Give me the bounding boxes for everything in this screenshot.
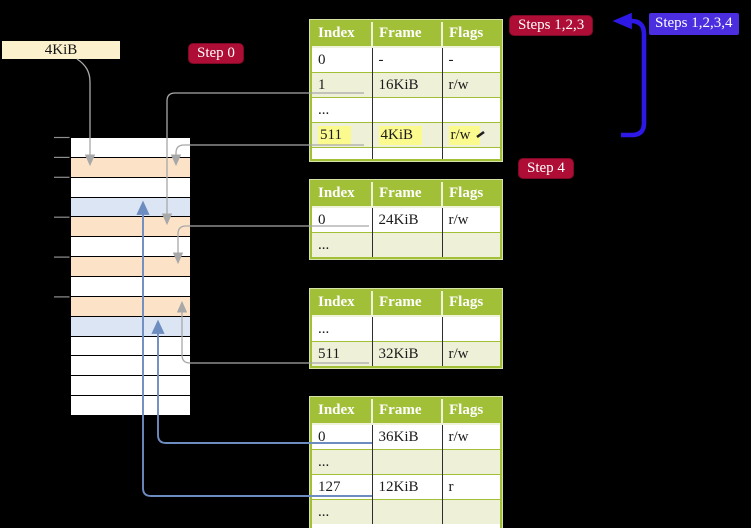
table-row: 127 12KiB r — [312, 474, 500, 500]
page-table-3-table: Index Frame Flags ... 511 32KiB r/w — [312, 291, 500, 366]
col-header-index: Index — [312, 291, 373, 317]
highlight: 4KiB — [378, 125, 423, 145]
memory-frame-row — [71, 295, 190, 316]
table-row: 1 16KiB r/w — [312, 72, 500, 98]
memory-frame-row — [71, 315, 190, 336]
memory-frame-row — [71, 375, 190, 396]
col-header-frame: Frame — [372, 399, 443, 425]
memory-frame-row — [71, 176, 190, 197]
table-row: ... — [312, 97, 500, 123]
col-header-index: Index — [312, 399, 373, 425]
memory-address-ticks — [54, 136, 70, 298]
table-row: 0 - - — [312, 47, 500, 73]
page-table-4: Index Frame Flags 0 36KiB r/w ... 127 12… — [310, 397, 502, 528]
table-header-row: Index Frame Flags — [312, 182, 500, 208]
page-table-3: Index Frame Flags ... 511 32KiB r/w — [310, 289, 502, 368]
memory-frame-row — [71, 138, 190, 157]
memory-frame-row — [71, 216, 190, 237]
table-row: ... — [312, 316, 500, 342]
table-row: ... — [312, 232, 500, 257]
page-table-1: Index Frame Flags 0 - - 1 16KiB r/w ... — [310, 20, 502, 161]
memory-frame-row — [71, 355, 190, 376]
table-row: ... — [312, 449, 500, 475]
table-row: 0 24KiB r/w — [312, 207, 500, 233]
col-header-flags: Flags — [442, 182, 500, 208]
col-header-frame: Frame — [372, 22, 443, 48]
table-row: 0 36KiB r/w — [312, 424, 500, 450]
physical-memory-strip — [70, 137, 191, 416]
col-header-frame: Frame — [372, 182, 443, 208]
steps123-label: Steps 1,2,3 — [509, 15, 594, 36]
highlight: r/w — [448, 125, 480, 145]
steps1234-label: Steps 1,2,3,4 — [649, 13, 739, 35]
memory-frame-row — [71, 196, 190, 217]
table-row: ... — [312, 499, 500, 524]
arrow-recursive-loop — [612, 12, 647, 138]
memory-frame-row — [71, 395, 190, 416]
table-header-row: Index Frame Flags — [312, 291, 500, 317]
col-header-flags: Flags — [442, 22, 500, 48]
table-row — [312, 147, 500, 159]
frame-size-label-box: 4KiB — [2, 41, 120, 59]
table-header-row: Index Frame Flags — [312, 22, 500, 48]
memory-frame-row — [71, 156, 190, 177]
memory-frame-row — [71, 256, 190, 277]
col-header-index: Index — [312, 182, 373, 208]
memory-frame-row — [71, 335, 190, 356]
page-table-2-table: Index Frame Flags 0 24KiB r/w ... — [312, 182, 500, 257]
memory-frame-row — [71, 276, 190, 296]
table-header-row: Index Frame Flags — [312, 399, 500, 425]
page-table-2: Index Frame Flags 0 24KiB r/w ... — [310, 180, 502, 259]
step4-label: Step 4 — [518, 158, 574, 179]
col-header-frame: Frame — [372, 291, 443, 317]
col-header-flags: Flags — [442, 291, 500, 317]
step0-label: Step 0 — [188, 43, 244, 64]
page-table-1-table: Index Frame Flags 0 - - 1 16KiB r/w ... — [312, 22, 500, 159]
col-header-index: Index — [312, 22, 373, 48]
table-row: 511 32KiB r/w — [312, 341, 500, 366]
col-header-flags: Flags — [442, 399, 500, 425]
page-table-4-table: Index Frame Flags 0 36KiB r/w ... 127 12… — [312, 399, 500, 524]
memory-frame-row — [71, 236, 190, 257]
highlight: 511 — [318, 125, 351, 145]
table-row-highlighted: 511 4KiB r/w — [312, 122, 500, 148]
